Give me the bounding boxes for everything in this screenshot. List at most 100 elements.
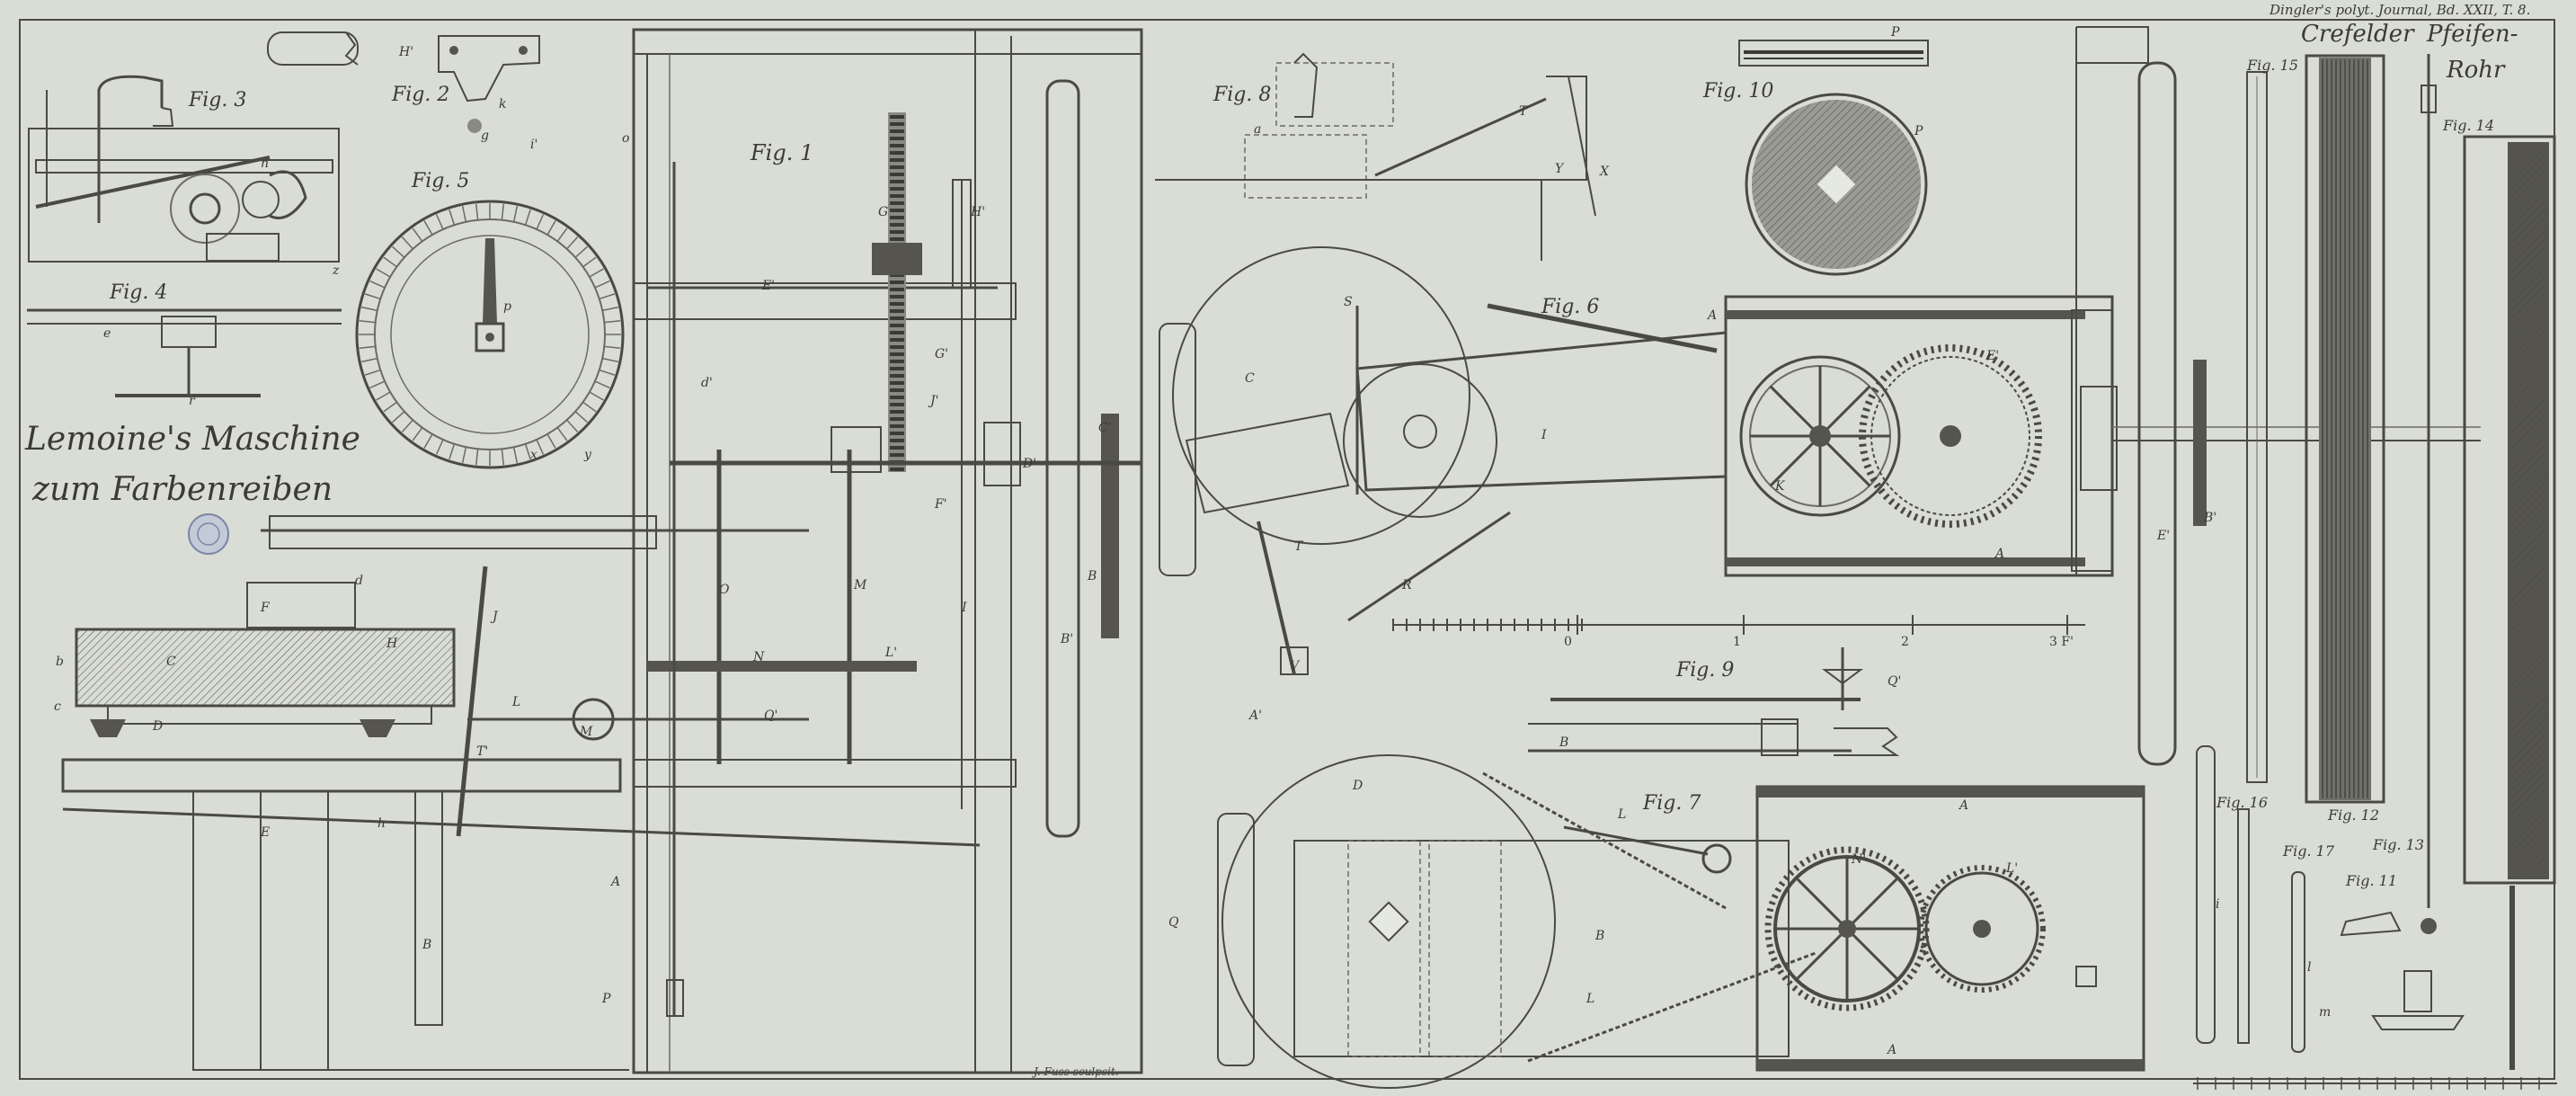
- engraved-line: [391, 245, 405, 258]
- letter: B: [422, 938, 431, 952]
- fig6-label: Fig. 6: [1541, 296, 1599, 318]
- engraved-line: [574, 411, 589, 423]
- letter: D: [152, 719, 163, 734]
- letter: F': [934, 497, 947, 512]
- letter: K: [1774, 479, 1786, 494]
- letter: A: [1706, 308, 1717, 323]
- letter: Q: [1168, 915, 1179, 930]
- engraved-line: [449, 443, 456, 460]
- letter: E': [1985, 349, 1999, 363]
- engraved-line: [364, 293, 381, 300]
- fig9-label: Fig. 9: [1675, 659, 1734, 682]
- letter: Q': [764, 708, 777, 723]
- letter: B: [1087, 569, 1097, 584]
- engraved-line: [602, 306, 618, 312]
- engraved-line: [423, 433, 433, 449]
- engraved-line: [589, 391, 604, 401]
- engraved-line: [461, 447, 467, 463]
- engraved-line: [589, 268, 604, 278]
- letter: n: [261, 156, 269, 171]
- letter: G: [878, 205, 888, 219]
- letter: M: [579, 725, 593, 739]
- letter: S: [1344, 295, 1353, 309]
- letter: H': [970, 205, 985, 219]
- engraved-line: [435, 214, 444, 230]
- letter: c: [54, 699, 61, 714]
- engraved-line: [376, 391, 391, 401]
- fig10-disc: [1738, 40, 1929, 276]
- engraved-line: [546, 433, 556, 449]
- engraved-line: [566, 419, 579, 433]
- engraved-line: [423, 220, 433, 236]
- engraved-line: [401, 419, 413, 433]
- engraved-line: [536, 439, 545, 455]
- engraved-line: [435, 439, 444, 455]
- letter: d': [701, 376, 713, 390]
- engraved-line: [369, 280, 386, 289]
- fig7-plan: [1217, 754, 2145, 1089]
- engraved-line: [361, 306, 378, 312]
- fig14-tube: [2463, 135, 2556, 1070]
- engraved-line: [512, 447, 519, 463]
- engraved-line: [364, 369, 381, 376]
- fig16-label: Fig. 16: [2216, 794, 2268, 811]
- fig4-shaft: [27, 308, 342, 397]
- fig13-label: Fig. 13: [2372, 836, 2424, 853]
- letter: C: [1245, 371, 1255, 386]
- right-apparatus: [2075, 26, 2268, 783]
- letter: d: [355, 574, 363, 588]
- letter: R: [1401, 578, 1412, 593]
- engraved-line: [566, 236, 579, 250]
- engraved-line: [546, 220, 556, 236]
- engraved-line: [383, 256, 397, 268]
- letter: Y: [1555, 162, 1565, 176]
- title-pfeifen: Pfeifen-: [2426, 21, 2518, 48]
- fig4-label: Fig. 4: [109, 281, 167, 304]
- fig2-label: Fig. 2: [391, 84, 449, 106]
- letter: A: [1958, 798, 1968, 813]
- letter: G': [935, 347, 948, 361]
- letter: p: [503, 299, 511, 314]
- fig14-label: Fig. 14: [2442, 117, 2494, 134]
- engraved-line: [1796, 927, 1849, 980]
- engraved-line: [582, 401, 597, 413]
- letter: B': [1060, 632, 1073, 646]
- engraved-line: [1769, 385, 1822, 438]
- letter: y: [583, 448, 592, 462]
- letter: I: [961, 601, 967, 615]
- letter: C: [166, 655, 176, 669]
- letter: b: [56, 655, 64, 669]
- letter: C': [1098, 421, 1112, 435]
- fig5-label: Fig. 5: [411, 170, 469, 192]
- letter: A: [609, 875, 620, 889]
- fig7-label: Fig. 7: [1642, 792, 1701, 815]
- fig10-label: Fig. 10: [1702, 80, 1773, 102]
- engraved-line: [501, 203, 505, 220]
- engraved-line: [361, 357, 378, 363]
- letter: B': [2203, 511, 2216, 525]
- title-crefelder: Crefelder: [2301, 21, 2415, 48]
- engraved-line: [369, 380, 386, 389]
- engraved-line: [556, 427, 568, 441]
- letter: T: [1294, 539, 1304, 554]
- letter: B: [1559, 735, 1568, 750]
- letter: A: [1994, 547, 2004, 561]
- engraved-line: [359, 319, 376, 324]
- letter: T': [476, 744, 488, 759]
- fig17-rod: [2291, 871, 2305, 1053]
- part-letters: A A A A A A' B B B B B' B' C C C' D D D'…: [54, 25, 2331, 1057]
- letter: J: [490, 610, 499, 624]
- engraved-line: [501, 449, 505, 466]
- scale-2: 2: [1901, 635, 1909, 649]
- fig2-bracket: [267, 31, 540, 133]
- engraved-line: [412, 227, 423, 242]
- scale-bar: [1392, 615, 2085, 635]
- engraved-line: [475, 203, 479, 220]
- engraved-line: [1769, 434, 1822, 487]
- letter: P: [601, 992, 611, 1006]
- letter: D': [1022, 457, 1036, 471]
- letter: E': [761, 279, 775, 293]
- fig16-rod: [2196, 745, 2250, 1044]
- engraved-line: [1845, 927, 1898, 980]
